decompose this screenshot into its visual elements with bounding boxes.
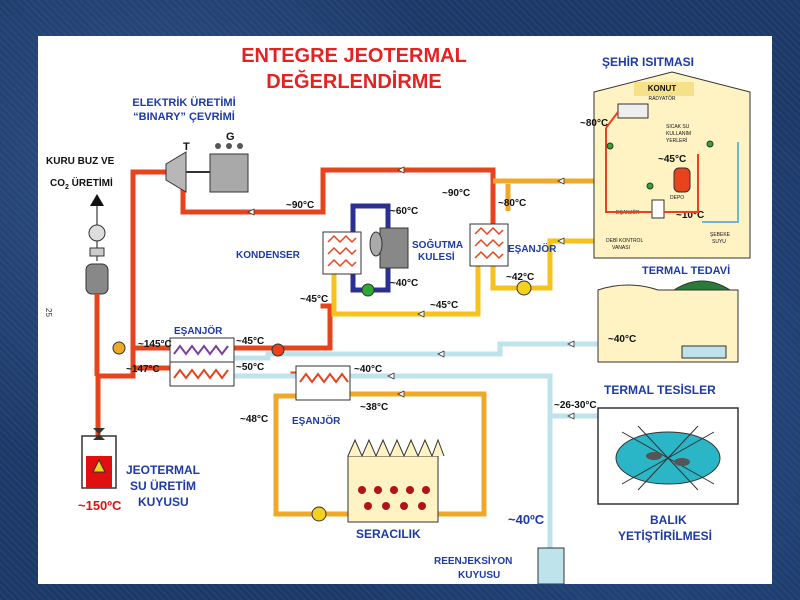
flowers-icon [358,486,430,510]
city-exchanger-icon [651,199,665,219]
pipe-cond-return [331,264,481,317]
exchanger-greenhouse-label: EŞANJÖR [292,414,341,427]
slide: ENTEGRE JEOTERMAL DEĞERLENDİRME 25 ELEKT… [38,36,772,585]
greenhouse-label: SERACILIK [356,527,421,541]
electricity-line1: ELEKTRİK ÜRETİMİ [132,96,235,109]
pipe-city-supply [493,176,601,184]
generator-icon [209,153,249,193]
temp-45-left: ~45°C [300,294,328,305]
pipe-ex3-right [350,373,553,566]
hotwater-3: YERLERİ [666,137,687,144]
temp-60: ~60°C [390,206,418,217]
title-line1: ENTEGRE JEOTERMAL [241,45,467,67]
reinjection-line1: REENJEKSİYON [434,554,512,567]
exchanger-main-label: EŞANJÖR [174,324,223,337]
reinjection-line2: KUYUSU [458,570,500,581]
thermal-facilities-title: TERMAL TESİSLER [604,382,716,397]
valve-label-1: DEBİ KONTROL [606,237,643,244]
page-number: 25 [44,308,53,317]
tank-icon [673,167,691,193]
pump-ex1-icon [271,343,285,357]
network-label-1: ŞEBEKE [710,232,731,238]
temp-90-cond: ~90°C [442,188,470,199]
reinjection-well-icon [537,547,565,585]
pipe-to-thermal [234,341,598,361]
radiator-label: RADYATÖR [648,95,675,102]
hotwater-1: SICAK SU [666,124,690,130]
city-temp-45: ~45°C [658,154,686,165]
temp-147: ~147°C [126,364,160,375]
valve-icon [88,224,106,242]
temp-40-tower: ~40°C [390,278,418,289]
temp-42: ~42°C [506,272,534,283]
temp-90-top: ~90°C [286,200,314,211]
tower-line2: KULESİ [418,250,455,263]
pool-icon [681,345,727,359]
hotwater-2: KULLANIM [666,131,691,137]
tower-line1: SOĞUTMA [412,238,463,251]
thermal-building-icon [597,284,739,363]
temp-45-bottom: ~45°C [430,300,458,311]
temp-80: ~80°C [498,198,526,209]
dryice-line1: KURU BUZ VE [46,156,115,167]
condenser-label: KONDENSER [236,250,301,261]
temp-45-ex: ~45°C [236,336,264,347]
network-label-2: SUYU [712,239,726,245]
fish-line2: YETİŞTİRİLMESİ [618,528,712,543]
city-temp-10: ~10°C [676,210,704,221]
pump-greenhouse-icon [311,506,327,522]
well-valve-icon [93,428,105,440]
pump-tower-icon [361,283,375,297]
temp-50: ~50°C [236,362,264,373]
cooling-tower-icon [379,227,409,269]
thermal-treatment-temp: ~40°C [608,334,636,345]
pump-icon [92,458,106,473]
fish-line1: BALIK [650,513,687,527]
pipe-top-loop [320,167,496,239]
turbine-icon [165,151,187,193]
valve-label-2: VANASI [612,245,630,251]
temp-38: ~38°C [360,402,388,413]
pipe-well-up [95,169,136,439]
flow-arrows [247,166,575,420]
fish-icon [646,452,662,460]
well-line1: JEOTERMAL [126,463,200,477]
turbine-label: T [183,141,190,153]
dryice-line2: CO2 ÜRETİMİ [50,176,113,191]
pipe-city-return [490,238,610,291]
dome-icon [672,280,732,291]
reinjection-temp: ~40ºC [508,512,545,527]
pipe-turbine-down [180,183,326,215]
exchanger-greenhouse [295,365,351,401]
electricity-line2: “BINARY” ÇEVRİMİ [133,110,235,123]
temp-40-mid: ~40°C [354,364,382,375]
well-line2: SU ÜRETİM [130,478,196,493]
temp-145: ~145°C [138,339,172,350]
co2-tank-icon [85,263,109,295]
title-line2: DEĞERLENDİRME [266,69,442,93]
pipe-left-loop [130,169,173,351]
thermal-treatment-title: TERMAL TEDAVİ [642,264,730,277]
exchanger-city-label: EŞANJÖR [508,242,557,255]
diagram: ENTEGRE JEOTERMAL DEĞERLENDİRME 25 ELEKT… [44,45,751,585]
thermal-facilities-temp: ~26-30°C [554,400,597,411]
house-label: KONUT [648,84,677,93]
up-arrow-icon [90,194,104,206]
pump-city-icon [516,280,532,296]
pump-left-icon [112,341,126,355]
city-title: ŞEHİR ISITMASI [602,54,694,69]
temp-48: ~48°C [240,414,268,425]
well-line3: KUYUSU [138,495,189,509]
fan-icon [369,231,383,257]
city-temp-80: ~80°C [580,118,608,129]
generator-label: G [226,131,235,143]
well-temp: ~150ºC [78,498,122,513]
tank-label: DEPO [670,195,684,201]
